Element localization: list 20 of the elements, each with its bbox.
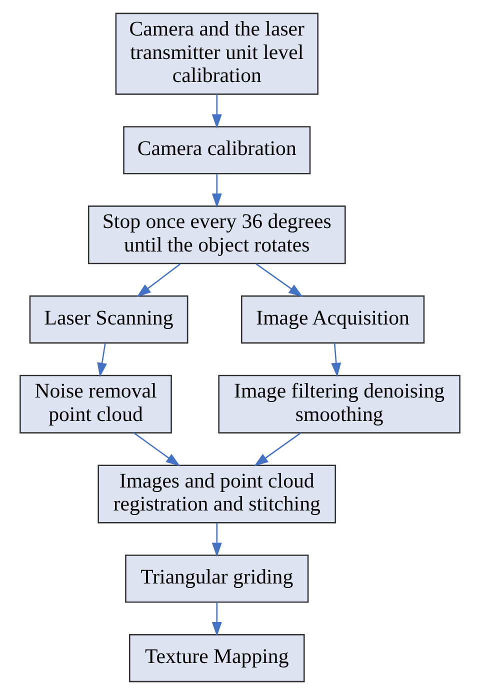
node-box: Image Acquisition <box>240 295 424 344</box>
node-box: Image filtering denoising smoothing <box>218 374 460 434</box>
arrow <box>330 343 341 378</box>
arrow <box>211 174 222 208</box>
node-box: Texture Mapping <box>128 634 304 682</box>
arrow <box>253 432 301 466</box>
node-box: Noise removal point cloud <box>19 374 172 434</box>
arrow <box>136 263 180 298</box>
node-box: Images and point cloud registration and stitching <box>97 464 336 524</box>
arrow <box>211 602 222 636</box>
arrow <box>255 263 302 298</box>
node-box: Laser Scanning <box>28 295 188 344</box>
node-box: Stop once every 36 degrees until the object rotates <box>87 206 346 264</box>
node-box: Camera calibration <box>122 126 310 174</box>
node-box: Camera and the laser transmitter unit level calibration <box>114 12 318 95</box>
node-box: Triangular griding <box>124 554 308 603</box>
arrow <box>132 432 180 466</box>
arrow <box>96 343 107 378</box>
arrow <box>211 94 222 129</box>
arrow <box>211 523 222 558</box>
